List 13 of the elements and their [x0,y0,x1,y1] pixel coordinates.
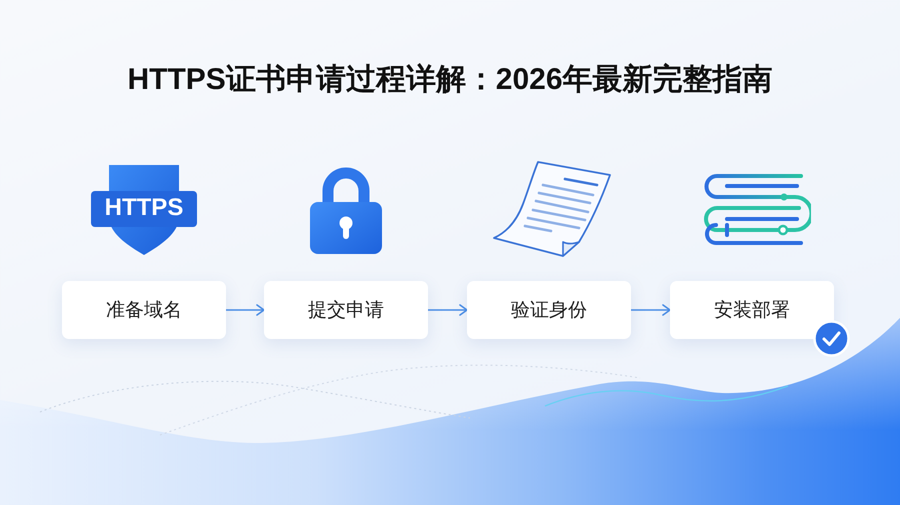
step-card [62,281,226,339]
arrow [226,304,265,316]
title: HTTPS证书申请过程详解：2026年最新完整指南 [127,62,773,98]
step-card [670,281,834,339]
step-label: 提交申请 [308,298,384,322]
arrow [631,304,671,316]
step-card [467,281,631,339]
arrow [428,304,468,316]
shield-text: HTTPS [104,195,184,221]
step-label: 安装部署 [714,298,790,322]
step-label: 验证身份 [511,298,587,322]
step-card [264,281,428,339]
step-label: 准备域名 [106,298,182,322]
